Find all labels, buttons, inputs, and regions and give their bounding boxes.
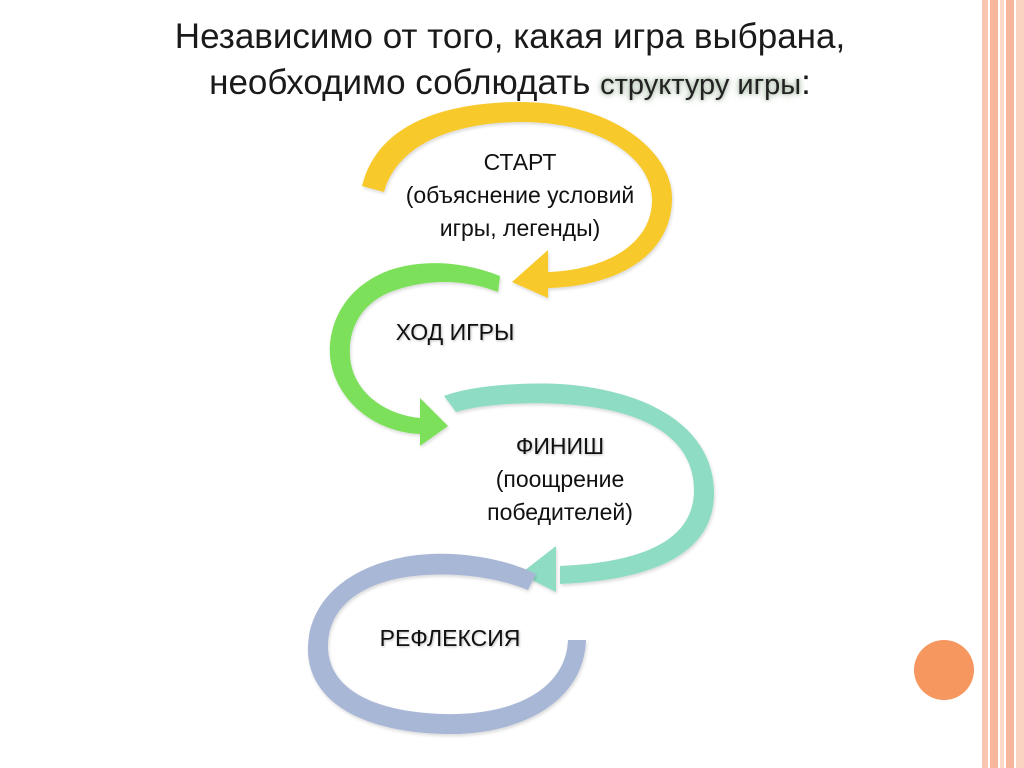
step-start-title: СТАРТ	[483, 149, 557, 175]
arc-finish-band	[444, 383, 715, 584]
step-finish-detail-2: победителей)	[487, 499, 633, 525]
arc-start	[362, 102, 672, 298]
step-start-detail-1: (объяснение условий	[405, 182, 635, 208]
arc-finish	[444, 383, 715, 592]
title-line-2-prefix: необходимо соблюдать	[209, 63, 601, 102]
decorative-orange-circle	[914, 640, 974, 700]
step-game-progress-title: ХОД ИГРЫ	[395, 319, 515, 345]
arc-start-arrowhead	[512, 250, 548, 298]
arc-game-progress-band	[329, 263, 500, 434]
step-reflection: РЕФЛЕКСИЯ	[330, 622, 570, 655]
step-finish-title: ФИНИШ	[515, 433, 605, 459]
arc-finish-arrowhead	[520, 546, 556, 592]
step-start-detail-2: игры, легенды)	[439, 215, 601, 241]
title-line-2: необходимо соблюдать структуру игры:	[110, 60, 910, 108]
step-finish-detail-1: (поощрение	[495, 466, 625, 492]
title-suffix: :	[801, 63, 811, 102]
step-game-progress: ХОД ИГРЫ	[355, 316, 555, 349]
step-reflection-title: РЕФЛЕКСИЯ	[379, 625, 521, 651]
step-finish: ФИНИШ (поощрение победителей)	[430, 430, 690, 529]
step-start: СТАРТ (объяснение условий игры, легенды)	[370, 146, 670, 245]
slide-title: Независимо от того, какая игра выбрана, …	[110, 14, 910, 108]
title-highlight: структуру игры	[600, 69, 802, 101]
title-line-1: Независимо от того, какая игра выбрана,	[174, 17, 846, 56]
arc-game-progress	[329, 263, 500, 446]
arc-game-progress-arrowhead	[420, 398, 448, 446]
